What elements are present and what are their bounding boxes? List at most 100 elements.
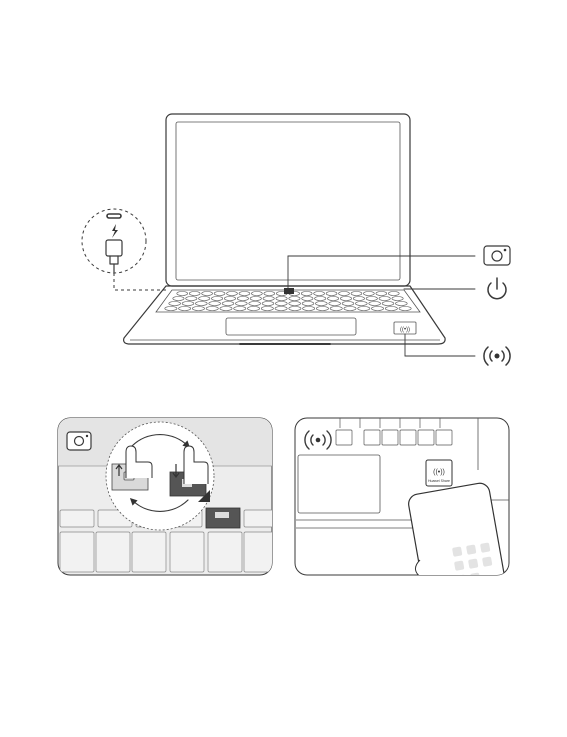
huawei-share-sticker: ((•)) Huawei Share — [426, 460, 452, 486]
keyboard-key — [199, 297, 210, 301]
keyboard-key — [336, 430, 352, 445]
phone-app-icon — [480, 542, 490, 552]
keyboard-key — [344, 307, 356, 311]
keyboard-key — [132, 532, 166, 572]
keyboard-key — [395, 302, 407, 306]
keyboard-key — [329, 302, 341, 306]
keyboard-key — [301, 292, 312, 296]
svg-text:((•)): ((•)) — [433, 469, 445, 476]
keyboard-key — [262, 302, 274, 306]
keyboard-key — [392, 297, 403, 301]
keyboard-key — [208, 532, 242, 572]
keyboard-key — [179, 307, 191, 311]
keyboard-key — [379, 297, 390, 301]
keyboard-key — [382, 302, 394, 306]
keyboard-key — [192, 307, 204, 311]
keyboard-key — [314, 292, 325, 296]
popup-camera-key — [284, 288, 294, 294]
keyboard-key — [376, 292, 387, 296]
keyboard-key — [351, 292, 362, 296]
keyboard-key — [96, 532, 130, 572]
keyboard-key — [169, 302, 181, 306]
keyboard-key — [247, 307, 259, 311]
keyboard-key — [369, 302, 381, 306]
panel-camera-icon — [67, 432, 91, 450]
keyboard-key — [249, 302, 261, 306]
keyboard-key — [315, 297, 326, 301]
keyboard-key — [276, 297, 287, 301]
keyboard-key — [239, 292, 250, 296]
keyboard-key — [182, 302, 194, 306]
keyboard-key — [330, 307, 342, 311]
phone-app-icon — [466, 544, 476, 554]
keyboard-key — [399, 307, 411, 311]
keyboard-keys — [165, 292, 411, 311]
keyboard-key — [302, 297, 313, 301]
keyboard-key — [173, 297, 184, 301]
laptop: ((•)) — [124, 114, 446, 344]
keyboard-key — [170, 532, 204, 572]
keyboard-key — [235, 302, 247, 306]
keyboard-key — [358, 307, 370, 311]
keyboard-key — [382, 430, 398, 445]
keyboard-key — [400, 430, 416, 445]
keyboard-key — [186, 297, 197, 301]
keyboard-key — [189, 292, 200, 296]
keyboard-key — [385, 307, 397, 311]
keyboard-key — [302, 302, 314, 306]
keyboard-key — [315, 302, 327, 306]
keyboard-key — [60, 532, 94, 572]
keyboard-key — [371, 307, 383, 311]
keyboard-key — [214, 292, 225, 296]
keyboard-key — [339, 292, 350, 296]
nfc-icon — [484, 347, 510, 365]
keyboard-key — [234, 307, 246, 311]
keyboard-key — [264, 292, 275, 296]
phone-app-icon — [470, 572, 480, 582]
keyboard-key — [220, 307, 232, 311]
keyboard-key — [289, 302, 301, 306]
phone-app-icon — [454, 560, 464, 570]
keyboard-key — [289, 297, 300, 301]
keyboard-key — [275, 307, 287, 311]
keyboard-key — [206, 307, 218, 311]
keyboard-key — [388, 292, 399, 296]
keyboard-key — [165, 307, 177, 311]
keyboard-key — [244, 532, 278, 572]
keyboard-key — [303, 307, 315, 311]
keyboard-key — [289, 307, 301, 311]
usb-c-charging-icon — [82, 209, 168, 290]
keyboard-key — [244, 510, 274, 527]
keyboard-key — [364, 430, 380, 445]
keyboard-key — [250, 297, 261, 301]
keyboard-key — [436, 430, 452, 445]
touchpad — [226, 318, 356, 335]
phone-app-icon — [468, 558, 478, 568]
keyboard-key — [261, 307, 273, 311]
keyboard-key — [418, 430, 434, 445]
panel-popup-camera — [58, 418, 278, 575]
keyboard-key — [353, 297, 364, 301]
phone-app-icon — [482, 556, 492, 566]
keyboard-key — [363, 292, 374, 296]
panel-nfc: ((•)) Huawei Share — [295, 418, 510, 604]
camera-icon — [484, 246, 510, 265]
keyboard-key — [342, 302, 354, 306]
keyboard-key — [60, 510, 94, 527]
keyboard-key — [327, 297, 338, 301]
keyboard-key — [227, 292, 238, 296]
keyboard-key — [275, 302, 287, 306]
keyboard-key — [195, 302, 207, 306]
sticker-text: Huawei Share — [428, 479, 450, 483]
keyboard-key — [222, 302, 234, 306]
keyboard-key — [326, 292, 337, 296]
keyboard-key — [211, 297, 222, 301]
keyboard-key — [224, 297, 235, 301]
keyboard-key — [366, 297, 377, 301]
keyboard-key — [202, 292, 213, 296]
phone-app-icon — [456, 574, 466, 584]
keyboard-key — [340, 297, 351, 301]
phone-app-icon — [452, 546, 462, 556]
keyboard-key — [237, 297, 248, 301]
keyboard-key — [251, 292, 262, 296]
